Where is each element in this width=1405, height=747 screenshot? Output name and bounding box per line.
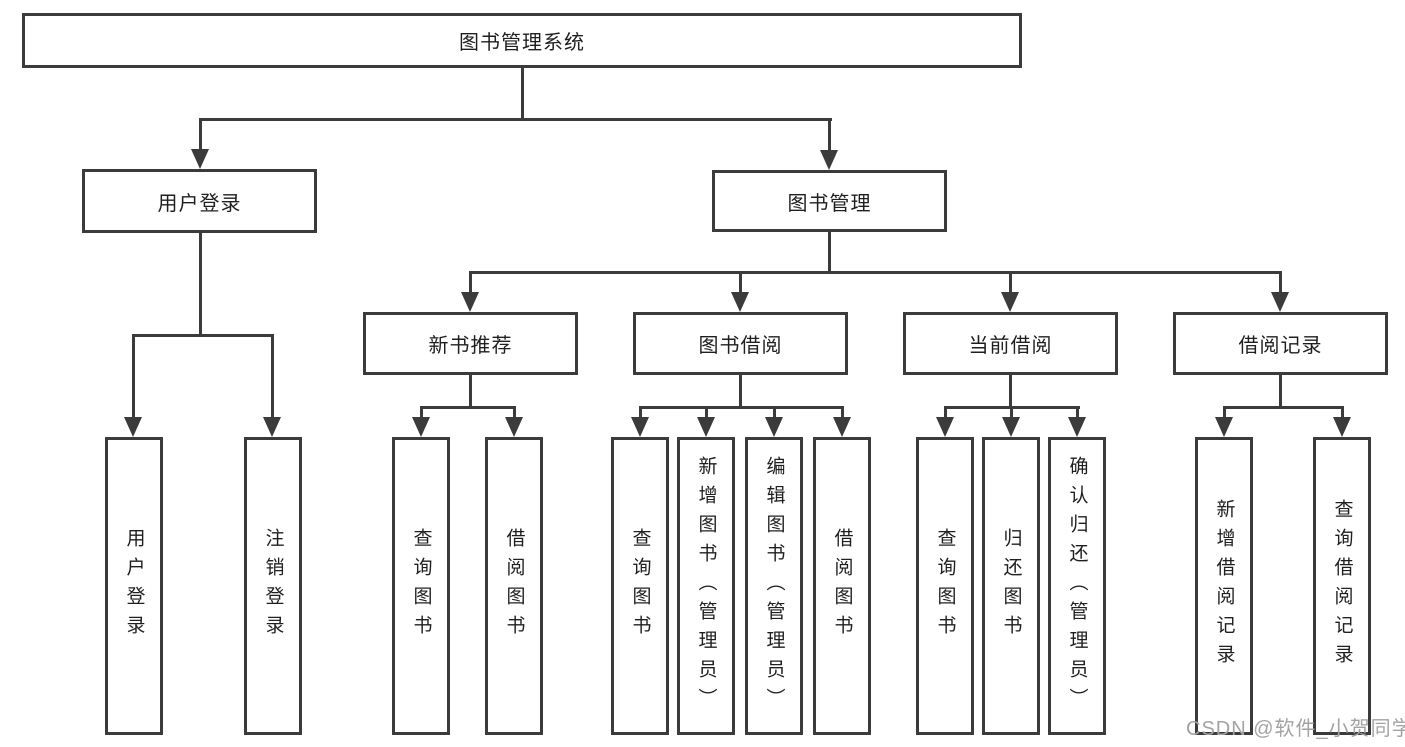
leaf-user-login: 用户登录	[105, 437, 163, 735]
connector-line	[1223, 406, 1226, 419]
leaf-add-books-admin: 新增图书（管理员）	[677, 437, 735, 735]
connector-line	[1009, 375, 1012, 408]
arrow-down-icon	[833, 417, 851, 437]
connector-line	[420, 406, 516, 409]
node-user-login: 用户登录	[82, 169, 317, 233]
connector-line	[1279, 271, 1282, 294]
connector-line	[132, 334, 274, 337]
connector-line	[639, 406, 844, 409]
arrow-down-icon	[1068, 417, 1086, 437]
connector-line	[469, 271, 1282, 274]
arrow-down-icon	[1215, 417, 1233, 437]
connector-line	[705, 406, 708, 419]
leaf-query-books-recommend: 查询图书	[392, 437, 450, 735]
node-label: 借阅记录	[1238, 335, 1323, 357]
connector-line	[739, 271, 742, 294]
node-label: 借阅图书	[831, 528, 853, 644]
connector-line	[739, 375, 742, 408]
leaf-confirm-return-admin: 确认归还（管理员）	[1048, 437, 1106, 735]
leaf-borrow-books: 借阅图书	[813, 437, 871, 735]
arrow-down-icon	[412, 417, 430, 437]
node-current-borrow: 当前借阅	[903, 312, 1118, 375]
arrow-down-icon	[765, 417, 783, 437]
arrow-down-icon	[124, 417, 142, 437]
node-label: 查询图书	[934, 528, 956, 644]
node-label: 用户登录	[123, 528, 145, 644]
leaf-query-borrow-record: 查询借阅记录	[1313, 437, 1371, 735]
arrow-down-icon	[731, 292, 749, 312]
node-label: 图书管理	[787, 192, 872, 215]
node-label: 图书管理系统	[459, 32, 585, 54]
node-label: 注销登录	[262, 528, 284, 644]
leaf-add-borrow-record: 新增借阅记录	[1195, 437, 1253, 735]
node-label: 编辑图书（管理员）	[763, 455, 785, 717]
connector-line	[773, 406, 776, 419]
node-label: 用户登录	[157, 192, 242, 215]
connector-line	[944, 406, 947, 419]
connector-line	[828, 232, 831, 274]
arrow-down-icon	[191, 149, 209, 169]
arrow-down-icon	[697, 417, 715, 437]
connector-line	[1279, 375, 1282, 408]
connector-line	[1223, 406, 1344, 409]
connector-line	[639, 406, 642, 419]
leaf-query-books-current: 查询图书	[916, 437, 974, 735]
arrow-down-icon	[505, 417, 523, 437]
arrow-down-icon	[820, 150, 838, 170]
node-root: 图书管理系统	[22, 13, 1022, 68]
node-label: 新书推荐	[428, 335, 513, 357]
node-label: 图书借阅	[698, 335, 783, 357]
csdn-watermark: CSDN @软件_小贺同学	[1186, 718, 1405, 740]
connector-line	[469, 375, 472, 408]
connector-line	[841, 406, 844, 419]
node-label: 查询借阅记录	[1331, 499, 1353, 673]
node-label: 新增借阅记录	[1213, 499, 1235, 673]
node-label: 查询图书	[410, 528, 432, 644]
connector-line	[828, 118, 831, 152]
connector-line	[1076, 406, 1079, 419]
node-label: 新增图书（管理员）	[695, 455, 717, 717]
node-label: 当前借阅	[968, 335, 1053, 357]
arrow-down-icon	[631, 417, 649, 437]
arrow-down-icon	[1001, 292, 1019, 312]
node-label: 归还图书	[1000, 528, 1022, 644]
leaf-edit-books-admin: 编辑图书（管理员）	[745, 437, 803, 735]
connector-line	[420, 406, 423, 419]
leaf-query-books-borrow: 查询图书	[611, 437, 669, 735]
node-label: 确认归还（管理员）	[1066, 455, 1088, 717]
node-book-management: 图书管理	[712, 170, 947, 232]
connector-line	[199, 233, 202, 336]
connector-line	[513, 406, 516, 419]
node-label: 查询图书	[629, 528, 651, 644]
node-label: 借阅图书	[503, 528, 525, 644]
connector-line	[199, 118, 202, 151]
connector-line	[199, 118, 832, 121]
connector-line	[1010, 406, 1013, 419]
connector-line	[1009, 271, 1012, 294]
connector-line	[132, 334, 135, 418]
connector-line	[469, 271, 472, 294]
leaf-return-books: 归还图书	[982, 437, 1040, 735]
arrow-down-icon	[1002, 417, 1020, 437]
arrow-down-icon	[461, 292, 479, 312]
connector-line	[271, 334, 274, 418]
node-book-borrow: 图书借阅	[633, 312, 848, 375]
node-new-book-recommend: 新书推荐	[363, 312, 578, 375]
leaf-borrow-books-recommend: 借阅图书	[485, 437, 543, 735]
arrow-down-icon	[936, 417, 954, 437]
arrow-down-icon	[1271, 292, 1289, 312]
leaf-logout: 注销登录	[244, 437, 302, 735]
connector-line	[1341, 406, 1344, 419]
arrow-down-icon	[263, 417, 281, 437]
connector-line	[521, 68, 524, 121]
node-borrow-records: 借阅记录	[1173, 312, 1388, 375]
arrow-down-icon	[1333, 417, 1351, 437]
